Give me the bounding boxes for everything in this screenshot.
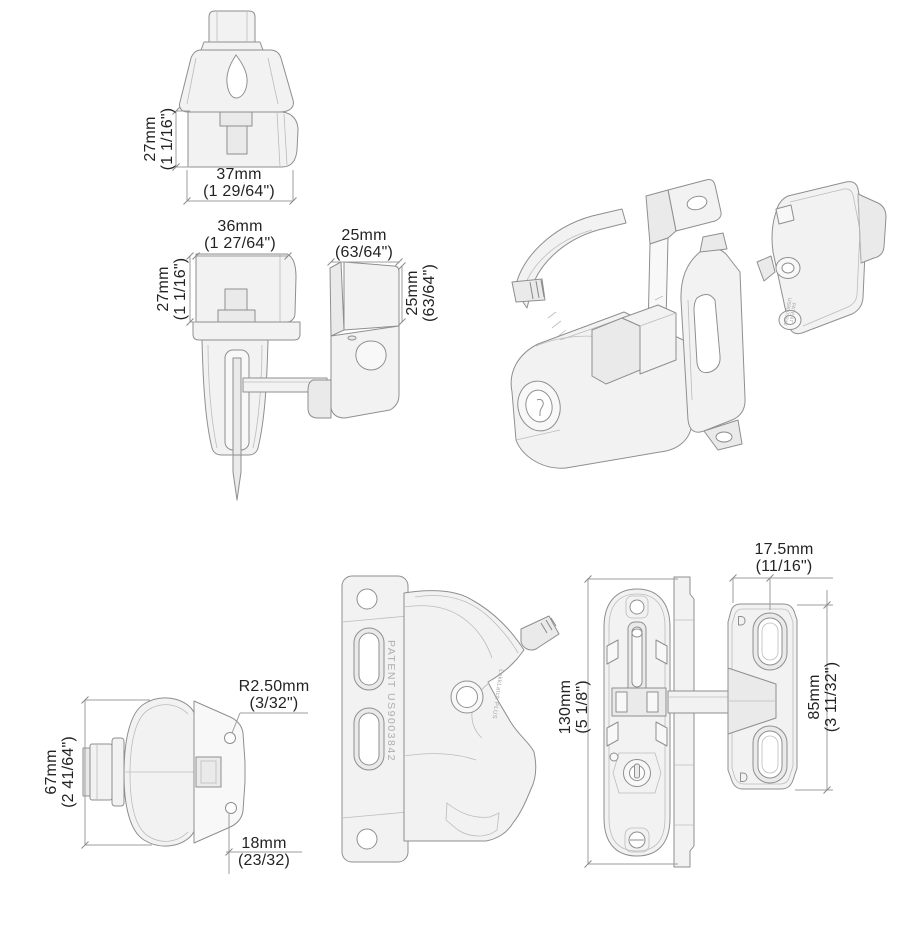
latch-pin [232, 357, 242, 456]
view-front [584, 574, 833, 868]
dim-plate-height-lines [795, 590, 833, 794]
latch-pin-front [631, 626, 643, 688]
bracket-slot-top [358, 632, 380, 686]
view-top [81, 696, 308, 874]
dim-label-cover-height: 27mm (1 1/16") [141, 107, 177, 171]
dim-hole-radius-lines [231, 712, 308, 734]
dim-label-striker-width: 25mm (63/64") [335, 226, 393, 262]
bracket-hole-top [356, 588, 378, 610]
dim-label-latch-height: 27mm (1 1/16") [154, 257, 190, 321]
view-cover-side [172, 10, 299, 205]
mount-ear-hole [686, 195, 708, 211]
plate-slot-top [757, 617, 783, 666]
dim-cover-height-lines [172, 107, 190, 171]
screw-hole-top [224, 732, 236, 744]
thumb-recess [226, 54, 248, 99]
dim-hole-offset-lines [225, 814, 302, 874]
view-exploded-3d [510, 179, 887, 469]
brand-logo-top [738, 616, 746, 626]
brand-logo-bottom [740, 772, 748, 782]
dim-label-cover-width: 37mm (1 29/64") [203, 165, 275, 201]
dim-label-body-height: 130mm (5 1/8") [556, 679, 592, 735]
screw-hole-bottom [225, 802, 237, 814]
view-latch-side [186, 252, 406, 501]
dim-body-height-lines [584, 575, 678, 868]
dim-label-hole-offset: 18mm (23/32) [237, 834, 291, 870]
key-cylinder-boss [857, 193, 887, 264]
dim-striker-height-lines [398, 262, 406, 326]
bracket-hole-bottom [356, 828, 378, 850]
patent-text-side-view: PATENT US9003842 [385, 639, 397, 763]
dim-label-plate-width: 17.5mm (11/16") [754, 540, 814, 576]
through-spindle-arm [667, 690, 735, 714]
dim-striker-width-lines [327, 258, 403, 266]
latch-tip-flag [511, 278, 546, 303]
dim-latch-height-lines [186, 252, 197, 326]
dim-cover-width-lines [183, 170, 297, 205]
dim-label-latch-width: 36mm (1 27/64") [204, 217, 276, 253]
bracket-slot-bottom [358, 712, 380, 766]
dim-plate-width-lines [729, 574, 833, 610]
pivot-hole [456, 686, 478, 708]
striker-slot [693, 294, 721, 374]
shield-detail [355, 340, 387, 371]
latch-flag [520, 615, 560, 651]
dim-label-top-height: 67mm (2 41/64") [42, 736, 78, 808]
pivot-screw [629, 599, 645, 615]
keyhole-3d [525, 389, 553, 423]
dim-top-height-lines [81, 696, 152, 849]
latch-pin-tip [232, 454, 242, 501]
latch-body-front [603, 588, 671, 857]
plate-slot-bottom [757, 730, 783, 779]
latch-body-profile [403, 590, 537, 842]
spindle-flange [219, 111, 253, 127]
spindle-side [224, 288, 248, 311]
view-side-profile [341, 575, 560, 863]
knob-stem-top [89, 743, 113, 801]
dim-label-striker-height: 25mm (63/64") [403, 264, 439, 322]
dim-label-hole-radius: R2.50mm (3/32") [238, 677, 310, 713]
dim-latch-width-lines [192, 252, 292, 260]
spindle [226, 125, 248, 155]
dim-label-plate-height: 85mm (3 11/32") [805, 661, 841, 733]
